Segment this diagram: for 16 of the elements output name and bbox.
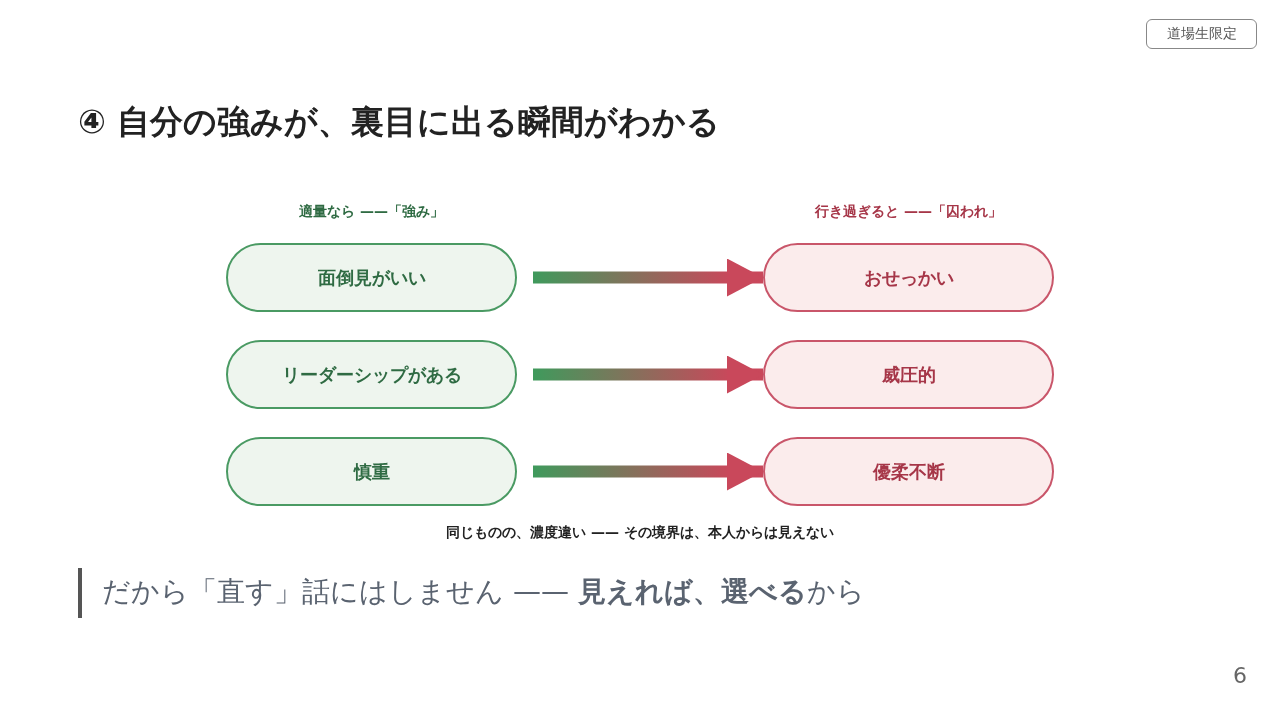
note-text: 同じものの、濃度違い —— その境界は、本人からは見えない <box>445 524 835 542</box>
page-number: 6 <box>1232 663 1248 688</box>
strength-pill: 面倒見がいい <box>226 243 517 312</box>
column-heading: 適量なら ——「強み」 <box>298 203 445 221</box>
trap-pill: 優柔不断 <box>763 437 1054 506</box>
trap-pill: おせっかい <box>763 243 1054 312</box>
strength-pill: 慎重 <box>226 437 517 506</box>
slide-title: ④ 自分の強みが、裏目に出る瞬間がわかる <box>78 101 721 143</box>
access-badge: 道場生限定 <box>1146 19 1257 49</box>
trap-pill: 威圧的 <box>763 340 1054 409</box>
gradient-arrow <box>533 258 763 297</box>
quote-text: だから「直す」話にはしません —— 見えれば、選べるから <box>102 574 865 610</box>
strength-pill: リーダーシップがある <box>226 340 517 409</box>
gradient-arrow <box>533 355 763 394</box>
gradient-arrow <box>533 452 763 491</box>
column-heading: 行き過ぎると ——「囚われ」 <box>814 203 1003 221</box>
